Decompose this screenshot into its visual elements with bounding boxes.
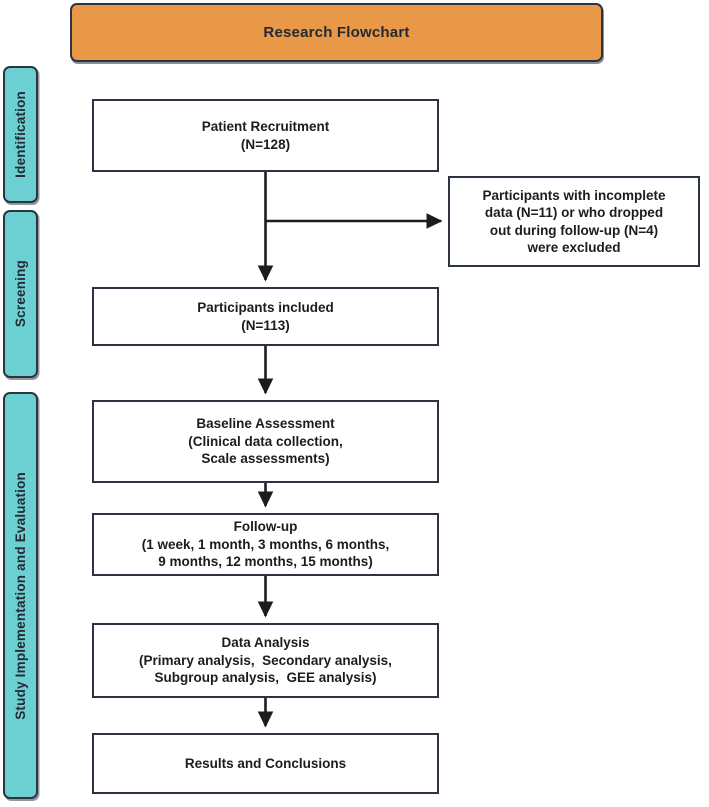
- flow-box-baseline-assessment: Baseline Assessment (Clinical data colle…: [92, 400, 439, 483]
- flow-box-line: Follow-up: [233, 519, 298, 535]
- flow-box-line: 9 months, 12 months, 15 months): [158, 554, 373, 570]
- flow-box-participants-included: Participants included (N=113): [92, 287, 439, 346]
- flow-box-line: out during follow-up (N=4): [489, 222, 659, 238]
- flow-box-line: (N=113): [241, 317, 290, 333]
- flow-box-line: Baseline Assessment: [196, 416, 335, 432]
- flow-box-line: Participants with incomplete: [482, 187, 666, 203]
- flow-box-follow-up: Follow-up (1 week, 1 month, 3 months, 6 …: [92, 513, 439, 576]
- flowchart-title-banner: Research Flowchart: [70, 3, 603, 62]
- flow-box-results-and-conclusions: Results and Conclusions: [92, 733, 439, 794]
- flow-box-line: data (N=11) or who dropped: [484, 205, 664, 221]
- stage-label-text: Study Implementation and Evaluation: [13, 471, 28, 720]
- stage-label-study-implementation-and-evaluation: Study Implementation and Evaluation: [3, 392, 38, 799]
- page-title: Research Flowchart: [263, 24, 410, 41]
- flow-box-line: (Primary analysis, Secondary analysis,: [139, 652, 392, 668]
- flow-box-line: Participants included: [197, 299, 334, 315]
- flow-box-line: Results and Conclusions: [184, 755, 347, 771]
- flow-box-data-analysis: Data Analysis (Primary analysis, Seconda…: [92, 623, 439, 698]
- flow-box-line: (N=128): [240, 136, 291, 152]
- flow-box-line: Data Analysis: [221, 635, 310, 651]
- flow-box-line: Subgroup analysis, GEE analysis): [154, 670, 377, 686]
- flow-box-line: were excluded: [527, 239, 621, 255]
- flow-box-line: (1 week, 1 month, 3 months, 6 months,: [141, 536, 390, 552]
- flow-box-line: Patient Recruitment: [201, 118, 330, 134]
- stage-label-screening: Screening: [3, 210, 38, 378]
- stage-label-identification: Identification: [3, 66, 38, 203]
- flow-box-line: Scale assessments): [201, 451, 330, 467]
- flow-box-line: (Clinical data collection,: [188, 433, 343, 449]
- stage-label-text: Screening: [13, 260, 28, 328]
- flow-box-patient-recruitment: Patient Recruitment (N=128): [92, 99, 439, 172]
- stage-label-text: Identification: [13, 91, 28, 178]
- flow-box-participants-excluded: Participants with incomplete data (N=11)…: [448, 176, 700, 267]
